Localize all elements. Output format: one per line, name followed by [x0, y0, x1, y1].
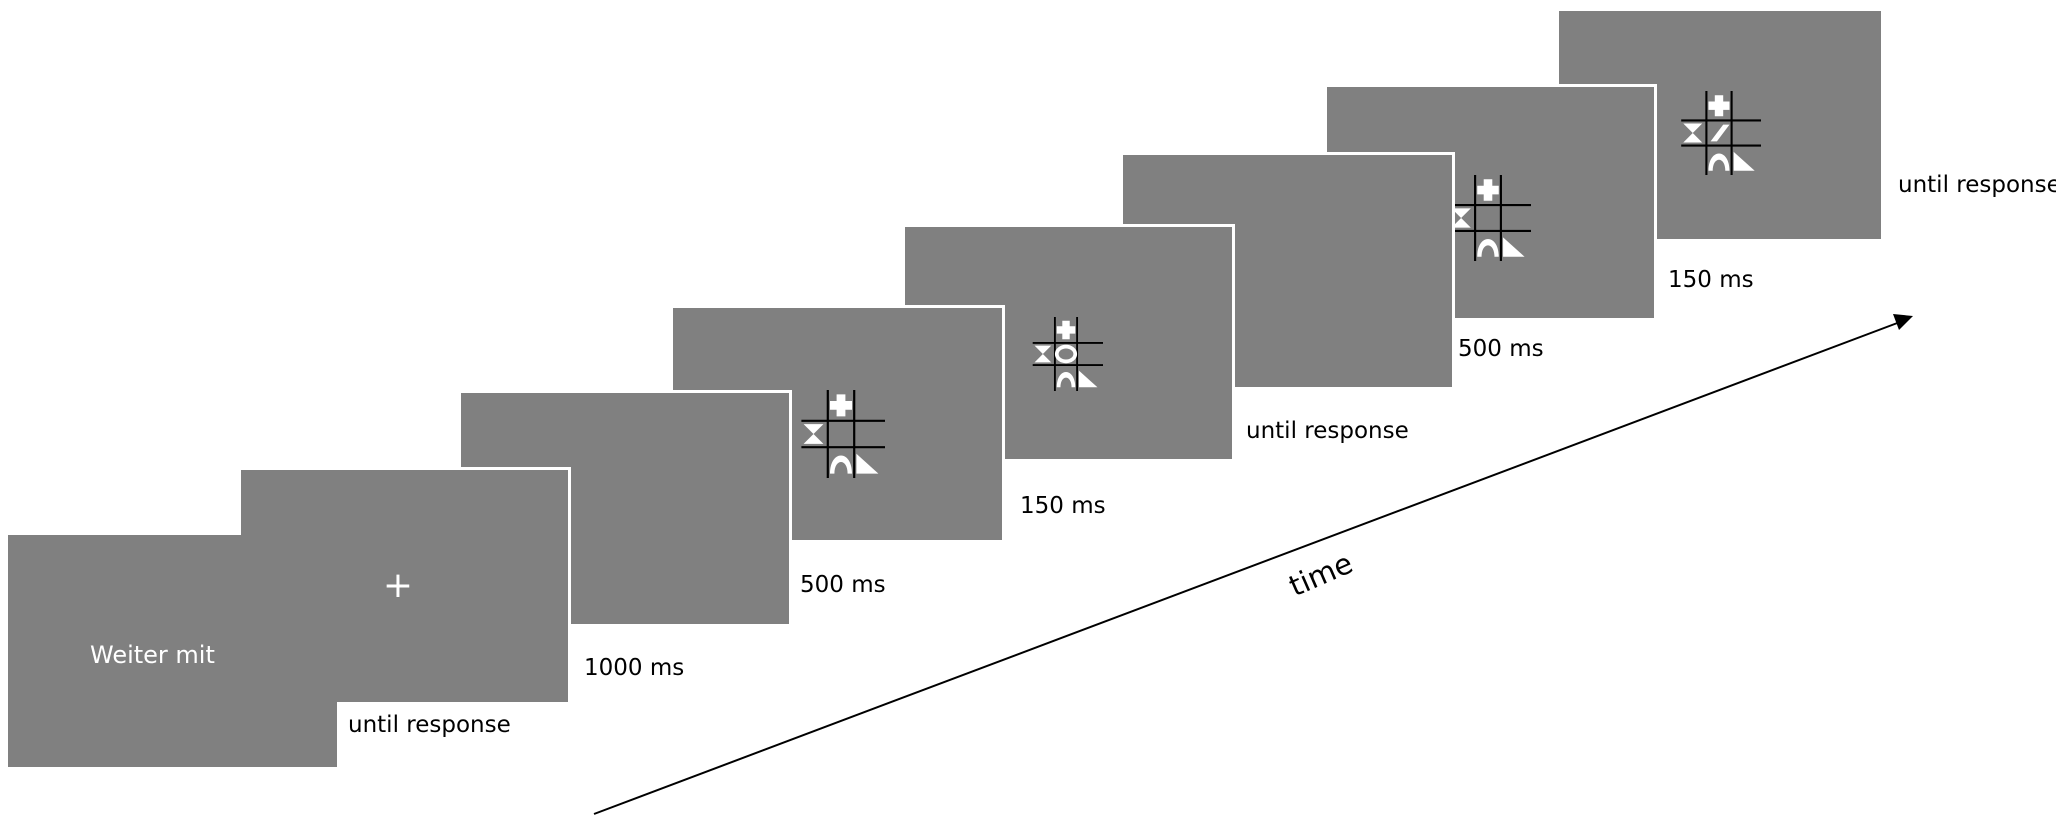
duration-label-4: 150 ms	[1020, 493, 1106, 519]
triangle-shape	[1503, 237, 1525, 257]
stimulus-grid-ring	[1032, 317, 1103, 391]
stimulus-grid-final	[1681, 91, 1761, 175]
plus-shape	[1708, 95, 1730, 117]
triangle-shape	[1733, 151, 1755, 171]
grid-lines	[801, 390, 885, 478]
plus-shape	[830, 394, 852, 417]
time-axis-line	[593, 321, 1901, 815]
duration-label-8: until response	[1898, 172, 2056, 198]
duration-label-1: until response	[348, 712, 511, 738]
duration-label-7: 150 ms	[1668, 267, 1754, 293]
arch-shape	[1708, 153, 1730, 171]
arch-shape	[1477, 238, 1499, 257]
time-axis-arrowhead	[1893, 314, 1913, 330]
fixation-cross: +	[382, 565, 414, 606]
slash-shape	[1710, 124, 1730, 142]
stimulus-grid-no-center	[1449, 175, 1531, 261]
arch-shape	[830, 455, 852, 474]
duration-label-2: 1000 ms	[584, 655, 685, 681]
hourglass-shape	[803, 424, 824, 444]
grid-lines	[1449, 175, 1531, 261]
grid-lines	[1681, 91, 1761, 175]
duration-label-5: until response	[1246, 418, 1409, 444]
hourglass-shape	[1034, 345, 1052, 363]
trial-screen-1: Weiter mit	[8, 535, 337, 767]
arch-shape	[1056, 372, 1076, 388]
duration-label-6: 500 ms	[1458, 336, 1544, 362]
plus-shape	[1477, 179, 1499, 201]
plus-shape	[1056, 320, 1076, 340]
duration-label-3: 500 ms	[800, 572, 886, 598]
stimulus-grid	[801, 390, 885, 478]
hourglass-shape	[1683, 123, 1703, 143]
triangle-shape	[1078, 370, 1098, 388]
screen-text-weiter-mit: Weiter mit	[90, 641, 215, 669]
triangle-shape	[856, 453, 879, 474]
ring-shape	[1054, 344, 1078, 364]
hourglass-shape	[1451, 208, 1471, 228]
